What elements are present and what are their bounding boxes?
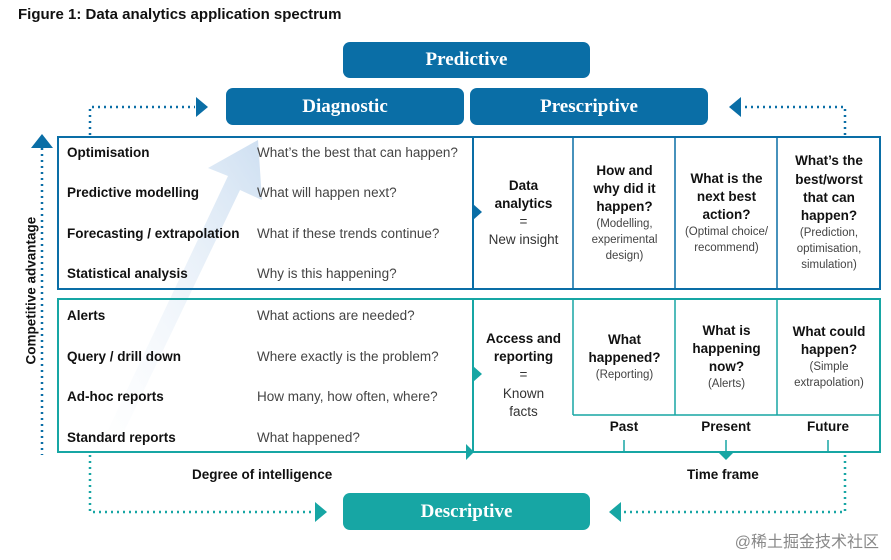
cell-title: What could happen? xyxy=(792,323,866,357)
data-analytics-cell: Data analytics = New insight xyxy=(474,137,573,289)
cell-title: What’s the best/worst that can happen? xyxy=(795,153,863,224)
row-label-standard-reports: Standard reports xyxy=(67,430,176,445)
to-descriptive-right-arrow xyxy=(609,502,621,522)
to-descriptive-left-arrow xyxy=(315,502,327,522)
lower-divider-arrow xyxy=(473,366,482,382)
predictive-pill: Predictive xyxy=(343,42,590,78)
to-diagnostic-arrow xyxy=(196,97,208,117)
happening-now-cell: What is happening now? (Alerts) xyxy=(676,299,777,415)
row-label-forecasting: Forecasting / extrapolation xyxy=(67,226,240,241)
time-frame-arrow xyxy=(718,452,734,460)
what-happened-cell: What happened? (Reporting) xyxy=(574,299,675,415)
time-frame-past: Past xyxy=(609,419,639,434)
upper-box xyxy=(57,136,881,290)
row-label-alerts: Alerts xyxy=(67,308,106,323)
row-question: What happened? xyxy=(257,430,360,445)
cell-subtitle: (Prediction, optimisation, simulation) xyxy=(796,227,862,272)
next-best-action-cell: What is the next best action? (Optimal c… xyxy=(676,137,777,289)
cell-equals: = xyxy=(519,367,528,383)
watermark: @稀土掘金技术社区 xyxy=(734,534,879,551)
time-frame-present: Present xyxy=(701,419,751,434)
cell-subtitle: (Simple extrapolation) xyxy=(794,361,864,390)
cell-subtitle: (Alerts) xyxy=(707,378,746,391)
row-label-optimisation: Optimisation xyxy=(67,145,150,160)
row-question: What if these trends continue? xyxy=(257,226,440,241)
intelligence-diagonal-arrow xyxy=(72,140,262,440)
diagnostic-pill: Diagnostic xyxy=(226,88,464,125)
row-question: How many, how often, where? xyxy=(257,389,438,404)
prescriptive-pill: Prescriptive xyxy=(470,88,708,125)
row-question: What’s the best that can happen? xyxy=(257,145,458,160)
cell-title: Access and reporting xyxy=(485,330,562,365)
cell-title: Data analytics xyxy=(494,177,553,211)
how-why-cell: How and why did it happen? (Modelling, e… xyxy=(574,137,675,289)
upper-divider-arrow xyxy=(473,204,482,220)
could-happen-cell: What could happen? (Simple extrapolation… xyxy=(778,299,880,415)
row-label-ad-hoc-reports: Ad-hoc reports xyxy=(67,389,164,404)
time-frame-future: Future xyxy=(807,419,849,434)
row-label-predictive-modelling: Predictive modelling xyxy=(67,185,200,200)
degree-of-intelligence-label: Degree of intelligence xyxy=(192,467,333,482)
row-label-statistical-analysis: Statistical analysis xyxy=(67,266,188,281)
to-prescriptive-arrow xyxy=(729,97,741,117)
time-frame-label: Time frame xyxy=(687,467,759,482)
row-question: What actions are needed? xyxy=(257,308,415,323)
competitive-axis-arrow xyxy=(31,134,53,148)
row-label-query-drill-down: Query / drill down xyxy=(67,349,182,364)
competitive-advantage-label: Competitive advantage xyxy=(23,216,39,365)
cell-result: Known facts xyxy=(502,385,545,419)
figure-title: Figure 1: Data analytics application spe… xyxy=(18,6,342,23)
cell-title: What happened? xyxy=(588,331,661,365)
row-question: Why is this happening? xyxy=(257,266,397,281)
row-question: What will happen next? xyxy=(257,185,397,200)
cell-subtitle: (Reporting) xyxy=(595,369,654,382)
best-worst-cell: What’s the best/worst that can happen? (… xyxy=(778,137,880,289)
cell-title: What is the next best action? xyxy=(690,170,763,223)
descriptive-pill: Descriptive xyxy=(343,493,590,530)
cell-title: What is happening now? xyxy=(692,322,761,375)
cell-subtitle: (Modelling, experimental design) xyxy=(591,218,658,263)
cell-equals: = xyxy=(519,214,528,229)
cell-subtitle: (Optimal choice/ recommend) xyxy=(684,226,769,255)
cell-title: How and why did it happen? xyxy=(593,162,656,214)
cell-result: New insight xyxy=(488,232,559,248)
row-question: Where exactly is the problem? xyxy=(257,349,439,364)
lower-bottom-arrow xyxy=(466,444,474,460)
access-reporting-cell: Access and reporting = Known facts xyxy=(474,299,573,452)
